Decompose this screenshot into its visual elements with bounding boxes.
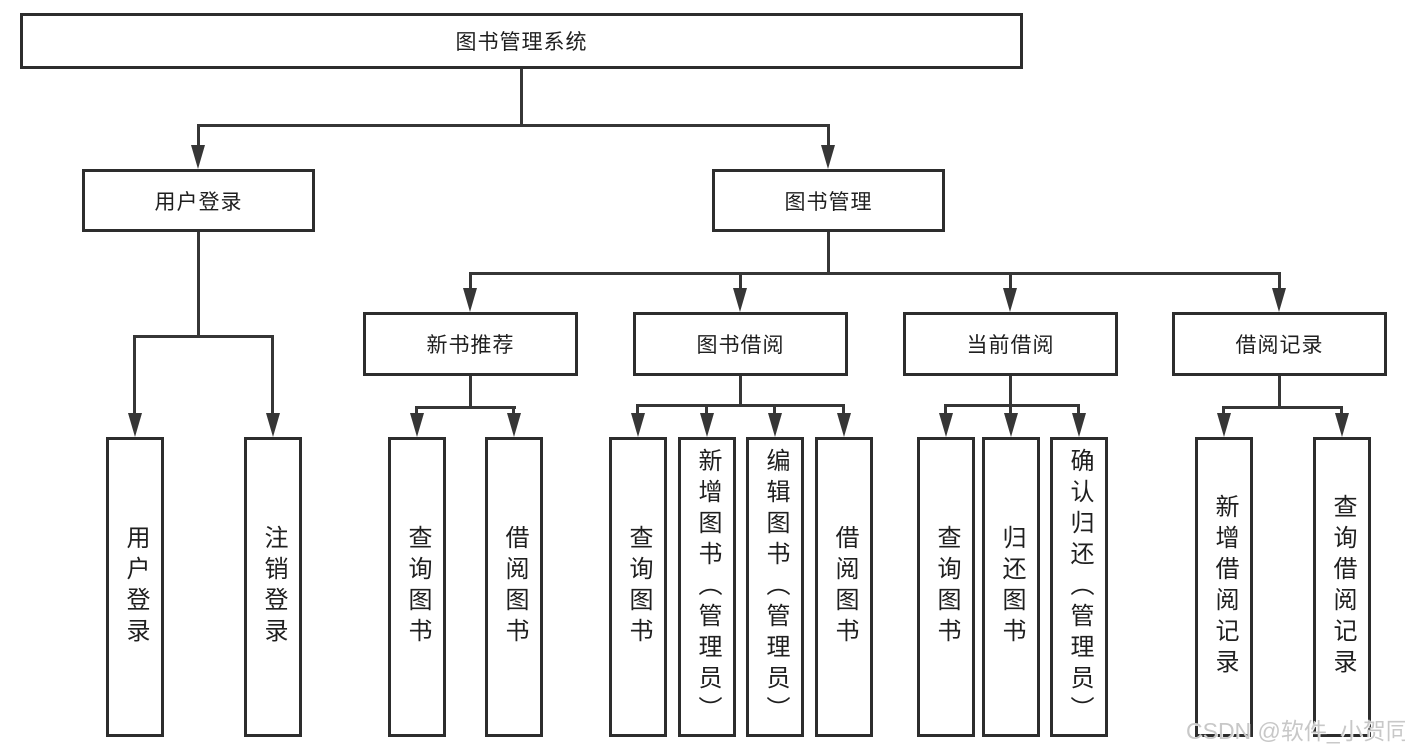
leaf-query-borrow-record-label: 查询借阅记录 xyxy=(1329,494,1356,680)
node-current-borrow: 当前借阅 xyxy=(903,312,1118,376)
leaf-rec-borrow-books: 借阅图书 xyxy=(485,437,543,737)
connector-new-book-rec-stem xyxy=(469,376,472,409)
leaf-user-login: 用户登录 xyxy=(106,437,164,737)
leaf-query-borrow-record: 查询借阅记录 xyxy=(1313,437,1371,737)
leaf-rec-query-books-label: 查询图书 xyxy=(404,525,431,649)
leaf-confirm-return-admin: 确认归还（管理员） xyxy=(1050,437,1108,737)
connector-current-borrow-bar xyxy=(944,404,1080,407)
connector-root-stem xyxy=(520,69,523,127)
csdn-watermark: CSDN @软件_小贺同学 xyxy=(1186,718,1405,744)
connector-current-leaf2-drop xyxy=(1009,404,1012,416)
connector-book-mgmt-stem xyxy=(827,232,830,275)
arrow-user-login-icon xyxy=(191,145,205,169)
leaf-edit-books-admin: 编辑图书（管理员） xyxy=(746,437,804,737)
arrow-record-leaf1-icon xyxy=(1217,413,1231,437)
node-current-borrow-label: 当前借阅 xyxy=(966,334,1055,357)
connector-new-book-rec-bar xyxy=(415,406,516,409)
node-root-label: 图书管理系统 xyxy=(455,31,588,54)
connector-rec-leaf1-drop xyxy=(415,406,418,416)
arrow-rec-leaf2-icon xyxy=(507,413,521,437)
arrow-current-borrow-icon xyxy=(1003,288,1017,312)
node-user-login-label: 用户登录 xyxy=(154,190,243,214)
arrow-borrow-record-icon xyxy=(1272,288,1286,312)
connector-user-login-bar xyxy=(133,335,274,338)
leaf-borrow-query-books: 查询图书 xyxy=(609,437,667,737)
connector-login-leaf2-drop xyxy=(271,335,274,415)
node-book-borrow-label: 图书借阅 xyxy=(696,334,785,357)
connector-borrow-record-stem xyxy=(1278,376,1281,409)
connector-level2-bar xyxy=(197,124,830,127)
arrow-borrow-leaf4-icon xyxy=(837,413,851,437)
arrow-login-leaf1-icon xyxy=(128,413,142,437)
arrow-borrow-leaf2-icon xyxy=(700,413,714,437)
leaf-rec-borrow-books-label: 借阅图书 xyxy=(501,525,528,649)
node-borrow-record-label: 借阅记录 xyxy=(1235,334,1324,357)
leaf-add-borrow-record-label: 新增借阅记录 xyxy=(1211,494,1238,680)
connector-borrow-leaf2-drop xyxy=(705,404,708,416)
arrow-login-leaf2-icon xyxy=(266,413,280,437)
arrow-new-book-rec-icon xyxy=(463,288,477,312)
arrow-current-leaf3-icon xyxy=(1072,413,1086,437)
connector-rec-leaf2-drop xyxy=(512,406,515,416)
connector-level3-bar xyxy=(469,272,1281,275)
leaf-logout-label: 注销登录 xyxy=(260,525,287,649)
leaf-current-query-books-label: 查询图书 xyxy=(933,525,960,649)
node-new-book-rec-label: 新书推荐 xyxy=(426,334,515,357)
leaf-confirm-return-admin-label: 确认归还（管理员） xyxy=(1066,447,1093,727)
arrow-current-leaf1-icon xyxy=(939,413,953,437)
connector-current-borrow-stem xyxy=(1009,376,1012,407)
leaf-logout: 注销登录 xyxy=(244,437,302,737)
node-borrow-record: 借阅记录 xyxy=(1172,312,1387,376)
connector-borrow-leaf4-drop xyxy=(842,404,845,416)
arrow-borrow-leaf1-icon xyxy=(631,413,645,437)
arrow-borrow-leaf3-icon xyxy=(768,413,782,437)
arrow-book-mgmt-icon xyxy=(821,145,835,169)
connector-user-login-stem xyxy=(197,232,200,338)
leaf-user-login-label: 用户登录 xyxy=(122,525,149,649)
leaf-return-books-label: 归还图书 xyxy=(998,525,1025,649)
node-book-mgmt: 图书管理 xyxy=(712,169,945,232)
connector-book-borrow-drop xyxy=(739,272,742,292)
connector-book-borrow-bar xyxy=(636,404,845,407)
arrow-current-leaf2-icon xyxy=(1004,413,1018,437)
node-new-book-rec: 新书推荐 xyxy=(363,312,578,376)
leaf-add-books-admin-label: 新增图书（管理员） xyxy=(694,447,721,727)
node-root: 图书管理系统 xyxy=(20,13,1023,69)
connector-borrow-record-bar xyxy=(1222,406,1343,409)
arrow-book-borrow-icon xyxy=(733,288,747,312)
leaf-add-books-admin: 新增图书（管理员） xyxy=(678,437,736,737)
leaf-current-query-books: 查询图书 xyxy=(917,437,975,737)
connector-book-borrow-stem xyxy=(739,376,742,407)
connector-record-leaf2-drop xyxy=(1340,406,1343,416)
arrow-record-leaf2-icon xyxy=(1335,413,1349,437)
leaf-add-borrow-record: 新增借阅记录 xyxy=(1195,437,1253,737)
connector-borrow-leaf3-drop xyxy=(773,404,776,416)
connector-book-mgmt-drop xyxy=(827,124,830,148)
connector-user-login-drop xyxy=(197,124,200,148)
leaf-return-books: 归还图书 xyxy=(982,437,1040,737)
leaf-edit-books-admin-label: 编辑图书（管理员） xyxy=(762,447,789,727)
connector-current-leaf1-drop xyxy=(944,404,947,416)
connector-record-leaf1-drop xyxy=(1222,406,1225,416)
leaf-borrow-books-label: 借阅图书 xyxy=(831,525,858,649)
connector-borrow-record-drop xyxy=(1278,272,1281,292)
node-user-login: 用户登录 xyxy=(82,169,315,232)
leaf-borrow-books: 借阅图书 xyxy=(815,437,873,737)
arrow-rec-leaf1-icon xyxy=(410,413,424,437)
connector-current-borrow-drop xyxy=(1009,272,1012,292)
leaf-rec-query-books: 查询图书 xyxy=(388,437,446,737)
connector-borrow-leaf1-drop xyxy=(636,404,639,416)
connector-login-leaf1-drop xyxy=(133,335,136,415)
node-book-borrow: 图书借阅 xyxy=(633,312,848,376)
connector-current-leaf3-drop xyxy=(1077,404,1080,416)
connector-new-book-rec-drop xyxy=(469,272,472,292)
node-book-mgmt-label: 图书管理 xyxy=(784,190,873,214)
leaf-borrow-query-books-label: 查询图书 xyxy=(625,525,652,649)
